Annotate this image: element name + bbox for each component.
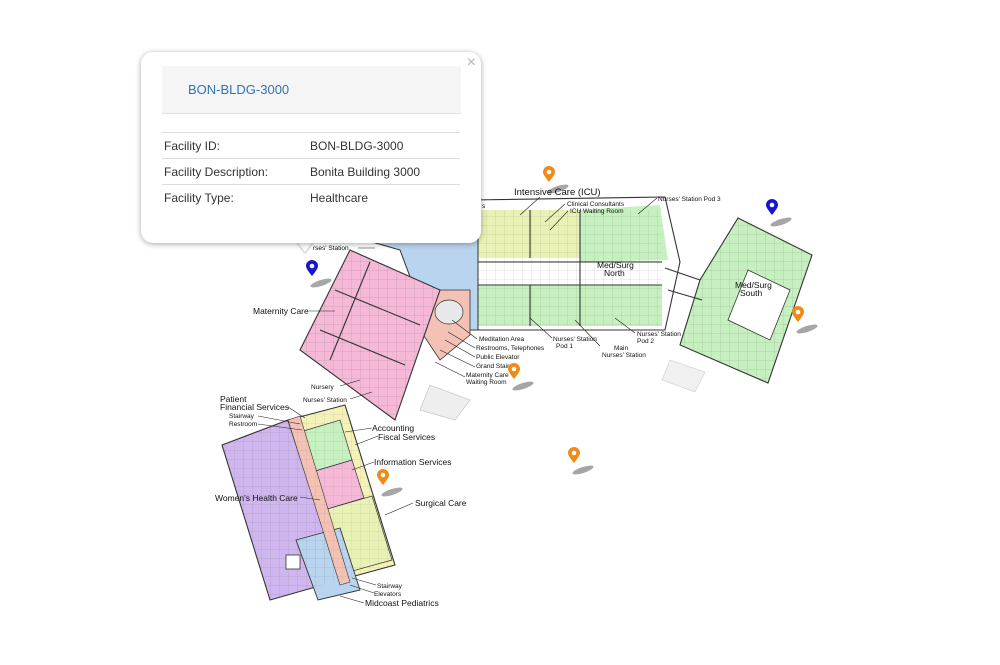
label-womens-health: Women's Health Care bbox=[215, 493, 298, 503]
label-nursery: Nursery bbox=[311, 384, 335, 391]
label-main-nurses: Main bbox=[614, 345, 628, 352]
label-grand-stairs: Grand Stairs bbox=[476, 363, 513, 370]
label-nurses-pod1-2: Pod 1 bbox=[556, 343, 573, 350]
label-maternity-care: Maternity Care bbox=[253, 306, 309, 316]
label-nurses-station-top: rses' Station bbox=[313, 245, 349, 252]
label-elevators: Elevators bbox=[374, 591, 402, 598]
label-med-surg-north: Med/Surg bbox=[597, 260, 634, 270]
facility-type-value: Healthcare bbox=[308, 184, 460, 210]
label-maternity-waiting-2: Waiting Room bbox=[466, 379, 507, 386]
label-med-surg-south: Med/Surg bbox=[735, 280, 772, 290]
facility-popup: × BON-BLDG-3000 Facility ID: BON-BLDG-30… bbox=[141, 52, 481, 243]
label-patient-financial-2: Financial Services bbox=[220, 402, 289, 412]
label-restroom: Restroom bbox=[229, 421, 257, 428]
wing-south-west bbox=[221, 404, 396, 601]
label-med-surg-north-2: North bbox=[604, 268, 625, 278]
label-stairway-top: Stairway bbox=[229, 413, 255, 420]
map-marker-orange-icon[interactable] bbox=[377, 469, 403, 498]
label-restrooms-telephones: Restrooms, Telephones bbox=[476, 345, 545, 352]
label-nurses-pod3: Nurses' Station Pod 3 bbox=[658, 196, 721, 203]
label-fiscal-services: Fiscal Services bbox=[378, 432, 435, 442]
table-row: Facility Type: Healthcare bbox=[162, 184, 460, 210]
label-information-services: Information Services bbox=[374, 457, 451, 467]
popup-title-link[interactable]: BON-BLDG-3000 bbox=[188, 82, 290, 97]
wing-maternity bbox=[299, 249, 471, 421]
label-patient-financial: Patient bbox=[220, 394, 247, 404]
label-public-elevator: Public Elevator bbox=[476, 354, 520, 361]
label-clinical-consultants: Clinical Consultants bbox=[567, 201, 625, 208]
label-icu-waiting: ICU Waiting Room bbox=[570, 208, 624, 215]
wing-north-east bbox=[459, 196, 681, 331]
facility-id-value: BON-BLDG-3000 bbox=[308, 132, 460, 159]
label-leaders bbox=[257, 196, 658, 604]
map-markers bbox=[306, 166, 818, 498]
map-labels: Intensive Care (ICU) Clinical Consultant… bbox=[215, 187, 772, 608]
label-nurses-pod2: Nurses' Station bbox=[637, 331, 681, 338]
label-stairway-bottom: Stairway bbox=[377, 583, 403, 590]
label-med-surg-south-2: South bbox=[740, 288, 762, 298]
facility-description-value: Bonita Building 3000 bbox=[308, 158, 460, 185]
map-marker-orange-icon[interactable] bbox=[508, 363, 534, 392]
close-icon[interactable]: × bbox=[466, 54, 476, 71]
facility-type-label: Facility Type: bbox=[162, 184, 308, 210]
map-marker-blue-icon[interactable] bbox=[766, 199, 792, 228]
table-row: Facility Description: Bonita Building 30… bbox=[162, 158, 460, 185]
facility-attributes-table: Facility ID: BON-BLDG-3000 Facility Desc… bbox=[162, 132, 460, 210]
map-marker-orange-icon[interactable] bbox=[543, 166, 569, 195]
label-nurses-pod2-2: Pod 2 bbox=[637, 338, 654, 345]
map-marker-orange-icon[interactable] bbox=[792, 306, 818, 335]
label-nurses-station-low: Nurses' Station bbox=[303, 397, 347, 404]
facility-description-label: Facility Description: bbox=[162, 158, 308, 185]
label-maternity-waiting: Maternity Care bbox=[466, 372, 509, 379]
table-row: Facility ID: BON-BLDG-3000 bbox=[162, 132, 460, 159]
label-midcoast-pediatrics: Midcoast Pediatrics bbox=[365, 598, 439, 608]
label-main-nurses-2: Nurses' Station bbox=[602, 352, 646, 359]
label-partial-s: s bbox=[482, 203, 486, 210]
wing-east bbox=[661, 217, 813, 393]
facility-id-label: Facility ID: bbox=[162, 132, 308, 159]
map-marker-blue-icon[interactable] bbox=[306, 260, 332, 289]
map-marker-orange-icon[interactable] bbox=[568, 447, 594, 476]
label-meditation-area: Meditation Area bbox=[479, 336, 525, 343]
label-nurses-pod1: Nurses' Station bbox=[553, 336, 597, 343]
label-surgical-care: Surgical Care bbox=[415, 498, 467, 508]
popup-header: BON-BLDG-3000 bbox=[162, 66, 461, 114]
label-accounting: Accounting bbox=[372, 423, 414, 433]
popup-tail bbox=[296, 240, 314, 252]
label-icu: Intensive Care (ICU) bbox=[514, 187, 601, 198]
